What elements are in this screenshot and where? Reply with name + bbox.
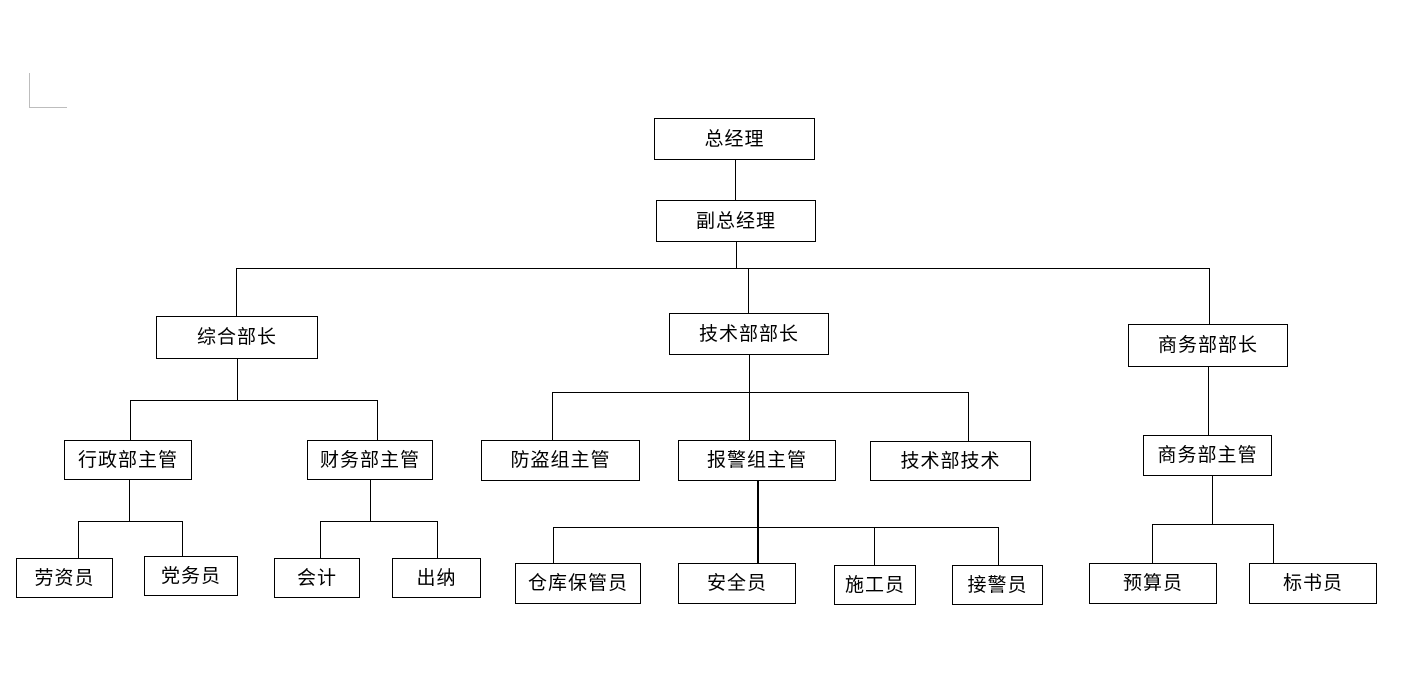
org-node-comprehensive-head[interactable]: 综合部长 [156, 316, 318, 359]
connector-alarm-to-receiver [998, 527, 999, 565]
connector-alarm-to-safety [757, 527, 759, 563]
org-node-cashier[interactable]: 出纳 [392, 558, 481, 598]
connector-technical-bus [552, 392, 969, 393]
connector-finance-down-stem [370, 480, 371, 521]
connector-deputy-bus-to-business [1209, 268, 1210, 324]
org-node-bid-document-officer[interactable]: 标书员 [1249, 563, 1377, 604]
connector-admin-to-labor [78, 521, 79, 558]
org-node-business-supervisor[interactable]: 商务部主管 [1143, 435, 1272, 476]
connector-finance-to-accountant [320, 521, 321, 558]
org-node-alarm-receiver[interactable]: 接警员 [952, 565, 1043, 605]
org-node-warehouse-keeper[interactable]: 仓库保管员 [515, 563, 641, 604]
connector-admin-bus [78, 521, 183, 522]
org-node-antitheft-supervisor[interactable]: 防盗组主管 [481, 440, 640, 481]
connector-technical-to-antitheft [552, 392, 553, 440]
org-node-technical-technician[interactable]: 技术部技术 [870, 441, 1031, 481]
connector-business-to-bid [1273, 524, 1274, 563]
connector-technical-to-alarm [749, 392, 750, 440]
org-node-construction-officer[interactable]: 施工员 [834, 565, 916, 605]
connector-technical-to-technician [968, 392, 969, 441]
org-node-alarm-supervisor[interactable]: 报警组主管 [678, 440, 836, 481]
connector-deputy-down-stem [736, 242, 737, 269]
org-node-admin-supervisor[interactable]: 行政部主管 [64, 440, 192, 480]
org-node-business-head[interactable]: 商务部部长 [1128, 324, 1288, 367]
connector-business-sup-bus [1152, 524, 1274, 525]
connector-comprehensive-to-finance [377, 400, 378, 440]
connector-business-head-down-stem [1208, 367, 1209, 435]
connector-gm-to-deputy-drop [735, 160, 736, 200]
org-node-safety-officer[interactable]: 安全员 [678, 563, 796, 604]
connector-finance-bus [320, 521, 437, 522]
connector-comprehensive-to-admin [130, 400, 131, 440]
org-node-accountant[interactable]: 会计 [274, 558, 360, 598]
org-node-general-manager[interactable]: 总经理 [654, 118, 815, 160]
org-node-technical-head[interactable]: 技术部部长 [669, 313, 829, 355]
connector-comprehensive-down-stem [237, 359, 238, 400]
connector-admin-down-stem [129, 480, 130, 521]
connector-alarm-down-stem [757, 481, 759, 527]
connector-alarm-to-construction [874, 527, 875, 565]
connector-deputy-bus-to-technical [748, 268, 749, 313]
org-node-finance-supervisor[interactable]: 财务部主管 [307, 440, 433, 480]
connector-finance-to-cashier [437, 521, 438, 558]
org-node-party-affairs-officer[interactable]: 党务员 [144, 556, 238, 596]
connector-alarm-to-warehouse [553, 527, 554, 563]
connector-business-to-budget [1152, 524, 1153, 563]
connector-deputy-bus-to-comprehensive [236, 268, 237, 316]
connector-admin-to-party [182, 521, 183, 556]
connector-technical-down-stem [749, 355, 750, 392]
org-node-labor-officer[interactable]: 劳资员 [16, 558, 113, 598]
connector-comprehensive-bus [130, 400, 378, 401]
connector-business-sup-down-stem [1212, 476, 1213, 524]
connector-deputy-bus [236, 268, 1210, 269]
org-node-budget-officer[interactable]: 预算员 [1089, 563, 1217, 604]
page-margin-corner [29, 73, 67, 108]
org-node-deputy-general-manager[interactable]: 副总经理 [656, 200, 816, 242]
connector-alarm-bus [553, 527, 999, 528]
connector-antitheft-up-stem [552, 425, 553, 440]
